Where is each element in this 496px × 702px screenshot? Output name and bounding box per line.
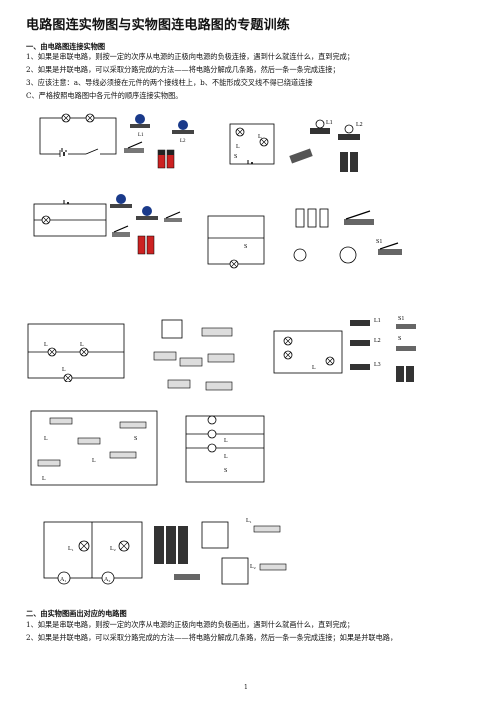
svg-text:S1: S1 [376,239,382,245]
label-L2: L [236,144,240,150]
label-L1-sub: L₁ [68,546,74,552]
svg-text:L2: L2 [356,122,363,128]
svg-text:L1: L1 [326,120,333,126]
svg-text:L: L [44,342,48,348]
svg-text:L: L [42,476,46,482]
section2-line-2: 2、如果是并联电路，可以采取分路完成的方法——将电路分解成几条路，然后一条一条完… [26,633,398,642]
figure-components-7: L S L L [30,410,158,486]
figure-series-circuit [39,113,117,157]
figure-parallel-circuit-1: L L S [229,123,275,165]
figure-circuit-S1: S [207,215,265,269]
figure-ammeter-circuit: A₁ A₂ L₁ L₂ [43,521,143,585]
section1-line-2: 2、如果是并联电路，可以采取分路完成的方法——将电路分解成几条路，然后一条一条完… [26,65,340,74]
svg-text:L: L [92,458,96,464]
svg-text:S: S [244,244,247,250]
figure-components-1: L1 L2 [124,114,194,169]
svg-text:S: S [134,436,137,442]
svg-text:S: S [398,336,401,342]
figure-circuit-row4: L L S [185,415,265,483]
svg-text:L1: L1 [374,318,381,324]
section2-line-1: 1、如果是串联电路，则按一定的次序从电源的正极向电源的负极画出，遇到什么就画什么… [26,620,355,629]
svg-text:L: L [44,436,48,442]
label-S3: S [234,154,237,160]
svg-text:L: L [62,367,66,373]
svg-text:S1: S1 [398,316,404,322]
label-A2: A₂ [104,577,110,583]
svg-text:L: L [80,342,84,348]
svg-text:L: L [224,438,228,444]
label-L2-sub: L₂ [110,546,116,552]
svg-text:L1: L1 [138,133,144,138]
figure-components-8: L₁ L₂ [154,518,287,585]
figure-components-3 [110,194,182,255]
svg-text:S: S [224,468,227,474]
section1-line-4: C、严格按照电路图中各元件的顺序连接实物图。 [26,91,183,100]
section1-line-3: 3、应该注意：a、导线必须接在元件的两个接线柱上，b、不能形成交叉线不得已绕道连… [26,78,313,87]
section1-line-1: 1、如果是串联电路，则按一定的次序从电源的正极向电源的负极连接，遇到什么就连什么… [26,52,355,61]
figure-components-2: L1 L2 [289,119,363,172]
figure-components-6: L1 S1 L2 S L3 [350,316,416,382]
figure-circuit-L1-L2-L3: L [273,330,343,374]
page-number: 1 [244,684,248,691]
figure-components-5 [153,319,235,391]
label-A1: A₁ [60,577,66,583]
svg-text:L2: L2 [374,338,381,344]
section2-heading: 二、由实物图画出对应的电路图 [26,609,127,618]
svg-text:L2: L2 [180,139,186,144]
svg-text:L: L [224,454,228,460]
svg-text:L: L [312,365,316,371]
page-title: 电路图连实物图与实物图连电路图的专题训练 [26,18,291,33]
figure-parallel-circuit-2 [33,200,107,237]
figure-components-4: S1 [293,208,402,264]
figure-circuit-L1-L2-L: L L L [27,323,125,382]
section1-heading: 一、由电路图连接实物图 [26,42,106,51]
label-L1: L [258,134,262,140]
svg-text:L₁: L₁ [246,518,252,524]
svg-text:L₂: L₂ [250,564,256,570]
svg-text:L3: L3 [374,362,381,368]
